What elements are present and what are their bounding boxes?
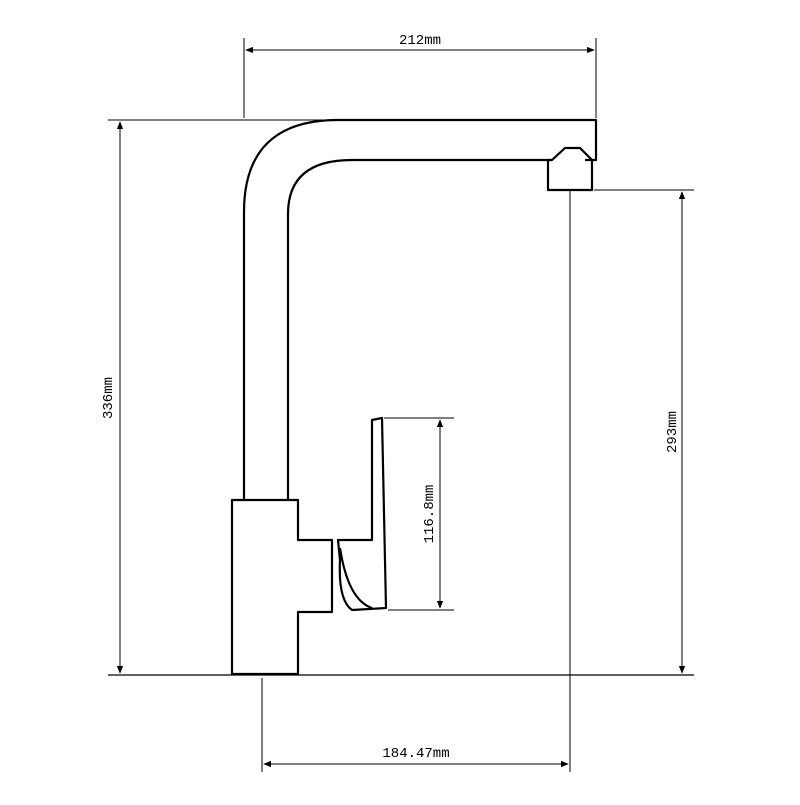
label-spout-height: 293mm	[665, 411, 681, 453]
lever-handle	[336, 416, 388, 612]
spout-outer-edge	[242, 118, 598, 500]
label-base-to-spout: 184.47mm	[382, 746, 449, 762]
dimension-lines	[116, 46, 686, 768]
aerator-nozzle	[546, 146, 594, 192]
faucet-outline	[230, 118, 598, 676]
extension-lines	[108, 38, 694, 772]
faucet-base	[230, 498, 334, 676]
label-overall-height: 336mm	[101, 377, 117, 419]
spout-inner-edge	[286, 158, 552, 500]
label-handle-height: 116.8mm	[422, 485, 438, 544]
label-overall-width: 212mm	[399, 33, 441, 49]
lever-inner-line	[338, 547, 373, 610]
